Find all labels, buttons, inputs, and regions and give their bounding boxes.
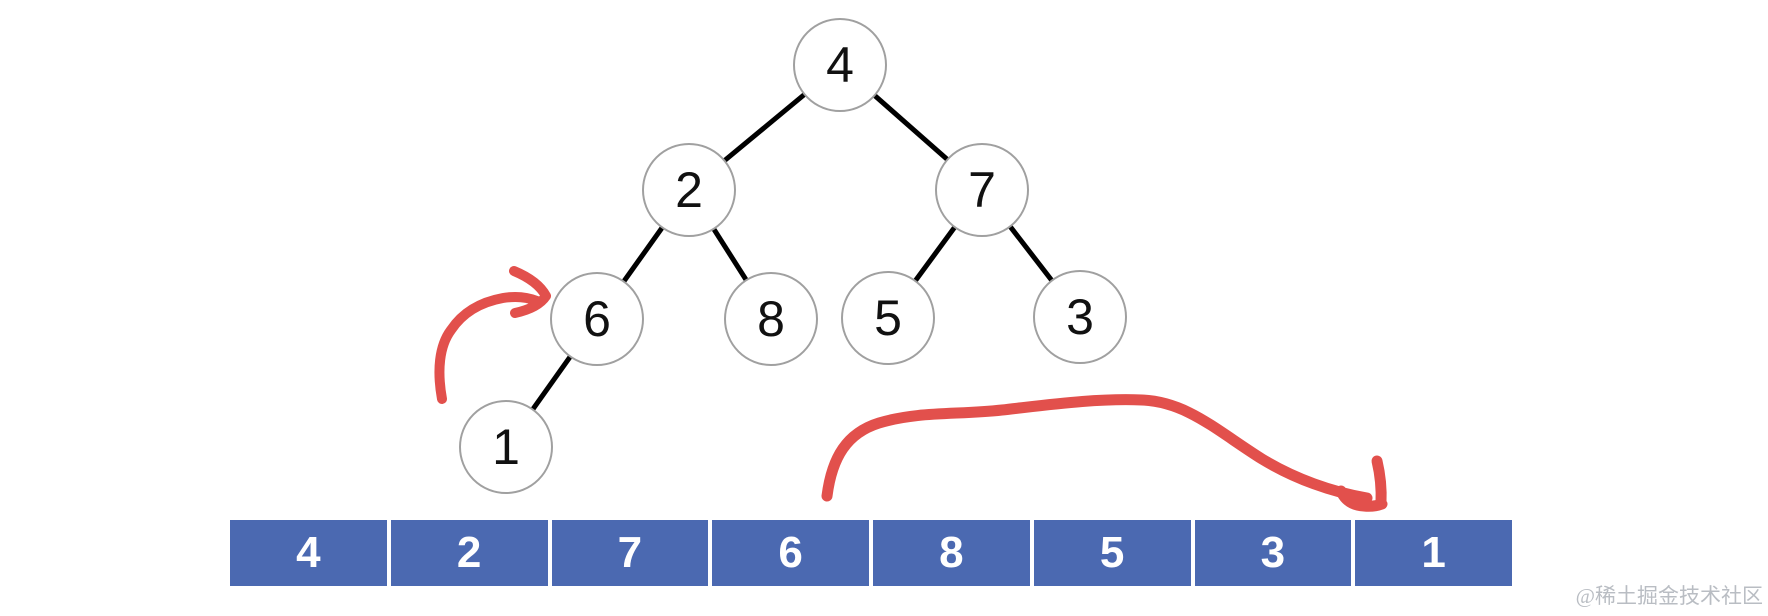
curved-arrow-to-node-6-head [509,266,551,318]
array-cell-5: 5 [1033,520,1191,586]
tree-node-1: 1 [459,400,553,494]
array-cell-value: 1 [1421,528,1446,577]
array-cell-6: 3 [1194,520,1352,586]
tree-node-label: 6 [583,291,611,347]
tree-edges [503,63,1082,449]
array-cell-value: 5 [1099,528,1125,577]
watermark: @稀土掘金技术社区 [1575,584,1763,608]
array-cell-7: 1 [1355,520,1512,586]
tree-node-3: 3 [1033,270,1127,364]
curved-arrow-to-node-6-shaft [434,292,542,404]
array-cell-4: 8 [873,520,1030,586]
tree-node-label: 1 [492,419,520,475]
tree-node-6: 6 [550,272,644,366]
array-cell-value: 4 [296,528,321,577]
tree-node-label: 5 [874,290,902,346]
tree-node-4: 4 [793,18,887,112]
tree-node-2: 2 [642,143,736,237]
array-cell-value: 8 [939,528,964,577]
tree-node-label: 7 [968,162,996,218]
array-row: 4 2 7 6 8 5 3 1 [230,520,1512,586]
tree-node-label: 4 [826,37,854,93]
array-cell-value: 2 [456,528,482,577]
array-cell-1: 2 [390,520,548,586]
array-cell-2: 7 [551,520,709,586]
array-cell-value: 3 [1260,528,1286,577]
tree-node-8: 8 [724,272,818,366]
array-cell-value: 7 [617,528,643,577]
array-cell-3: 6 [712,520,869,586]
array-cell-value: 6 [778,528,803,577]
tree-node-label: 8 [757,291,785,347]
tree-node-label: 3 [1066,289,1094,345]
array-cell-0: 4 [230,520,387,586]
tree-node-7: 7 [935,143,1029,237]
tree-node-5: 5 [841,271,935,365]
long-arrow-over-array-shaft [821,394,1373,504]
red-annotation-arrows [434,266,1388,512]
tree-node-label: 2 [675,162,703,218]
long-arrow-over-array-head-wing [1371,455,1387,509]
